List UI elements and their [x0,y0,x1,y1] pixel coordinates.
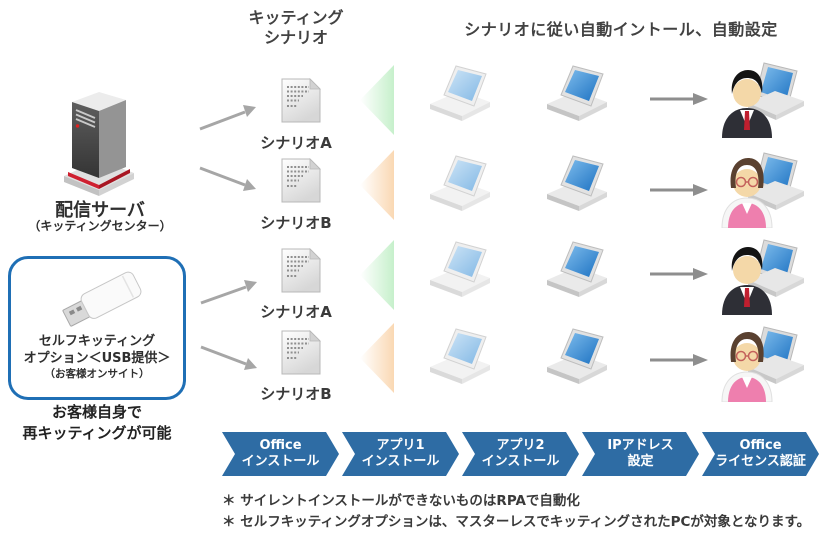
process-step-line1: Office [739,438,782,453]
process-step-line2: ライセンス認証 [715,454,806,469]
scenario-document-icon [281,78,321,123]
scenario-document-icon [281,248,321,293]
laptop-icon [547,155,607,211]
kitting-scenario-header: キッティング シナリオ [228,8,364,48]
laptop-icon [430,65,490,121]
laptop-icon [430,328,490,384]
arrow-right-icon [650,184,708,196]
usb-drive-icon [62,271,142,327]
scenario-document-icon [281,330,321,375]
laptop-icon [430,155,490,211]
process-step-app1-install: アプリ1 インストール [342,432,459,476]
arrow-right-icon [650,354,708,366]
process-step-ip-setting: IPアドレス 設定 [582,432,699,476]
process-step-line1: アプリ2 [496,438,545,453]
process-step-app2-install: アプリ2 インストール [462,432,579,476]
flow-triangle-green [360,240,394,310]
arrow-right-icon [650,268,708,280]
laptop-icon [547,65,607,121]
usb-option-label-line2: オプション＜USB提供＞ [23,351,171,366]
usb-option-label-line1: セルフキッティング [38,334,156,349]
self-kitting-note: お客様自身で 再キッティングが可能 [2,402,192,444]
process-step-line2: インストール [241,454,320,469]
self-kitting-note-line2: 再キッティングが可能 [22,424,172,442]
process-step-office-license: Office ライセンス認証 [702,432,819,476]
user-man-laptop-icon [722,62,804,138]
usb-option-label-line3: （お客様オンサイト） [44,368,150,380]
usb-option-box: セルフキッティング オプション＜USB提供＞ （お客様オンサイト） [8,256,186,400]
process-step-line1: IPアドレス [607,438,674,453]
process-step-band: Office インストール アプリ1 インストール アプリ2 インストール IP… [222,432,819,476]
arrow-usb-to-scenario-b-icon [200,345,257,370]
process-step-line1: Office [259,438,302,453]
user-woman-laptop-icon [721,326,804,402]
scenario-label: シナリオB [260,214,332,232]
user-woman-laptop-icon [721,152,804,228]
process-step-office-install: Office インストール [222,432,339,476]
laptop-icon [547,241,607,297]
self-kitting-note-line1: お客様自身で [51,403,142,421]
flow-triangle-orange [360,323,394,393]
scenario-label: シナリオB [260,385,332,403]
footnote-rpa: ＊ サイレントインストールができないものはRPAで自動化 [222,493,580,509]
server-tower-icon [64,92,134,196]
server-subtitle: （キッティングセンター） [28,219,172,233]
scenario-label: シナリオA [260,303,332,321]
laptop-icon [430,241,490,297]
process-step-line2: インストール [481,454,560,469]
footnote-masterless: ＊ セルフキッティングオプションは、マスターレスでキッティングされたPCが対象と… [222,514,811,530]
arrow-server-to-scenario-b-icon [199,166,256,191]
server-title: 配信サーバ [55,200,145,221]
auto-install-header: シナリオに従い自動イントール、自動設定 [464,20,778,39]
process-step-line2: 設定 [627,454,654,469]
flow-triangle-green [360,65,394,135]
scenario-document-icon [281,158,321,203]
kitting-scenario-header-line2: シナリオ [263,28,328,47]
arrow-server-to-scenario-a-icon [199,105,256,131]
kitting-scenario-header-line1: キッティング [248,8,344,27]
arrow-usb-to-scenario-a-icon [200,280,257,305]
process-step-line1: アプリ1 [376,438,425,453]
arrow-right-icon [650,93,708,105]
laptop-icon [547,328,607,384]
flow-triangle-orange [360,150,394,220]
scenario-label: シナリオA [260,134,332,152]
user-man-laptop-icon [722,239,804,315]
process-step-line2: インストール [361,454,440,469]
